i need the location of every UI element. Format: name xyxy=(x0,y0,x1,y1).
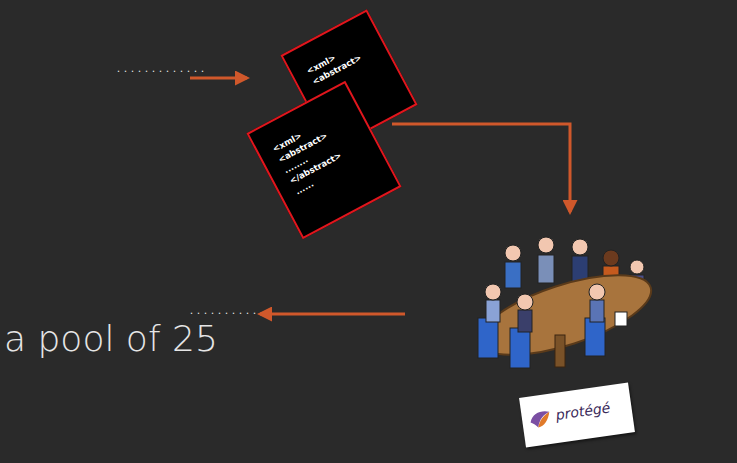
arrow xyxy=(392,124,570,212)
logo-icon xyxy=(526,405,555,434)
placeholder-dots: ............. xyxy=(115,52,206,77)
logo-box: protégé xyxy=(519,383,635,448)
placeholder-dots: .......... xyxy=(188,294,258,319)
caption-text: a pool of 25 xyxy=(4,318,218,359)
logo-text: protégé xyxy=(555,398,623,423)
meeting-illustration xyxy=(470,237,660,371)
arrow xyxy=(260,313,405,316)
